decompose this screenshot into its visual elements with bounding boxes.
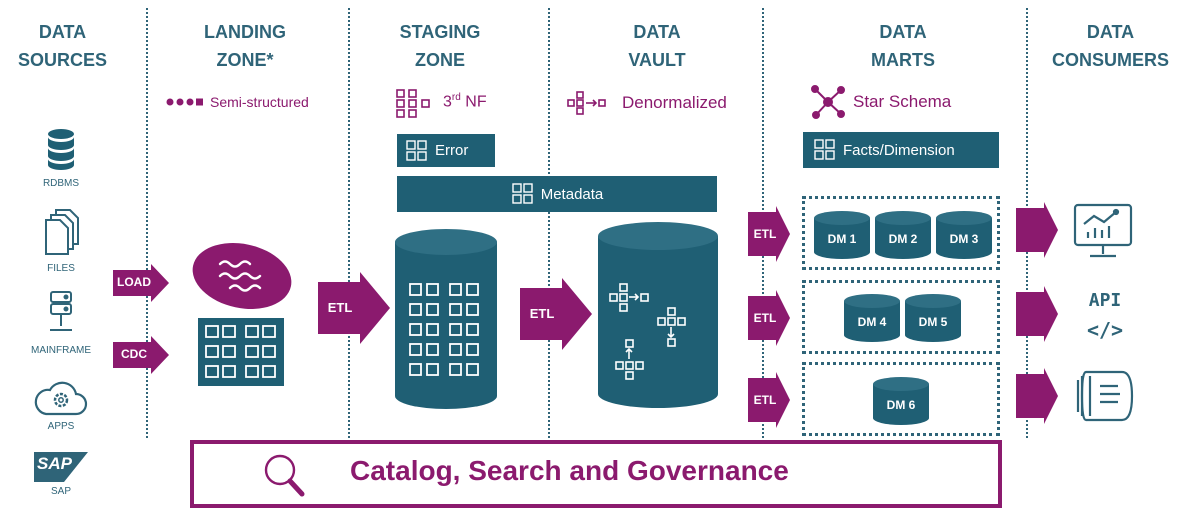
cloud-gear-icon xyxy=(34,381,88,416)
source-label-sap: SAP xyxy=(50,486,71,497)
column-title-data-marts: DATA MARTS xyxy=(871,22,935,70)
legend-third-nf-suffix: rd xyxy=(451,92,461,103)
grid-icon xyxy=(814,139,835,160)
column-title-data-sources: DATA SOURCES xyxy=(17,22,107,70)
legend-third-nf-number: 3 xyxy=(443,93,452,111)
mainframe-icon xyxy=(50,291,72,331)
data-mart-label-1: DM 1 xyxy=(827,232,857,246)
error-bar: Error xyxy=(397,134,495,167)
facts-dimension-label: Facts/Dimension xyxy=(843,141,955,159)
star-schema-icon xyxy=(811,85,845,119)
data-mart-icon xyxy=(936,211,992,259)
legend-third-nf-text: NF xyxy=(460,93,487,111)
code-brackets-icon: </> xyxy=(1086,318,1124,342)
legend-denormalized: Denormalized xyxy=(622,93,727,112)
normalized-schema-icon xyxy=(396,89,430,118)
source-label-mainframe: MAINFRAME xyxy=(31,345,91,356)
divider xyxy=(348,8,350,438)
grid-icon xyxy=(512,183,533,204)
data-mart-icon xyxy=(873,377,929,425)
governance-title: Catalog, Search and Governance xyxy=(350,455,789,486)
grid-icon xyxy=(406,139,427,161)
load-arrow xyxy=(113,264,169,302)
metadata-label: Metadata xyxy=(540,185,604,203)
etl-arrow-staging-to-vault xyxy=(520,278,592,350)
sap-logo-icon xyxy=(34,452,88,482)
cdc-arrow xyxy=(113,336,169,374)
etl-arrow-to-mart-3 xyxy=(748,372,790,428)
column-title-staging-zone: STAGING ZONE xyxy=(399,22,481,70)
data-lake-icon xyxy=(192,243,292,309)
etl-arrow-to-mart-2 xyxy=(748,290,790,346)
mart-group-3 xyxy=(802,362,1000,436)
source-label-files: FILES xyxy=(47,263,75,274)
data-mart-label-5: DM 5 xyxy=(918,315,948,329)
data-mart-icon xyxy=(875,211,931,259)
dashboard-monitor-icon xyxy=(1073,203,1133,258)
data-mart-label-4: DM 4 xyxy=(857,315,887,329)
etl-arrow-landing-to-staging xyxy=(318,272,390,344)
data-mart-label-6: DM 6 xyxy=(886,398,916,412)
consumer-arrow-3 xyxy=(1016,368,1058,424)
column-title-data-consumers: DATA CONSUMERS xyxy=(1051,22,1169,70)
legend-semi-structured: Semi-structured xyxy=(210,94,309,110)
denormalized-icon xyxy=(567,91,606,115)
etl-label: ETL xyxy=(753,311,777,325)
legend-star-schema: Star Schema xyxy=(853,92,952,111)
document-stack-icon xyxy=(1076,370,1134,422)
staging-database-icon xyxy=(395,229,497,409)
etl-label: ETL xyxy=(529,306,555,321)
etl-label: ETL xyxy=(753,393,777,407)
consumer-arrow-1 xyxy=(1016,202,1058,258)
etl-arrow-to-mart-1 xyxy=(748,206,790,262)
etl-label: ETL xyxy=(753,227,777,241)
data-mart-label-3: DM 3 xyxy=(949,232,979,246)
column-title-landing-zone: LANDING ZONE* xyxy=(204,22,286,70)
facts-dimension-bar: Facts/Dimension xyxy=(803,132,999,168)
data-mart-icon xyxy=(844,294,900,342)
data-mart-label-2: DM 2 xyxy=(888,232,918,246)
etl-label: ETL xyxy=(327,300,353,315)
source-label-rdbms: RDBMS xyxy=(42,178,80,189)
consumer-arrow-2 xyxy=(1016,286,1058,342)
error-label: Error xyxy=(435,142,469,159)
data-mart-icon xyxy=(814,211,870,259)
database-icon xyxy=(48,129,74,170)
source-label-apps: APPS xyxy=(47,421,75,432)
vault-database-icon xyxy=(598,222,718,408)
mart-group-2 xyxy=(802,280,1000,354)
api-label: API xyxy=(1088,290,1122,311)
divider xyxy=(146,8,148,438)
cdc-arrow-label: CDC xyxy=(121,347,147,361)
legend-third-nf: 3rd NF xyxy=(443,92,487,111)
data-mart-icon xyxy=(905,294,961,342)
dots-icon xyxy=(166,98,203,106)
load-arrow-label: LOAD xyxy=(117,275,151,289)
governance-bar xyxy=(190,440,1002,508)
mart-group-1 xyxy=(802,196,1000,270)
landing-grid-icon xyxy=(198,318,284,386)
search-icon xyxy=(264,454,305,497)
metadata-bar: Metadata xyxy=(397,176,717,212)
column-title-data-vault: DATA VAULT xyxy=(628,22,686,70)
sap-logo-text: SAP xyxy=(37,454,72,473)
files-icon xyxy=(45,209,79,255)
divider xyxy=(548,8,550,438)
